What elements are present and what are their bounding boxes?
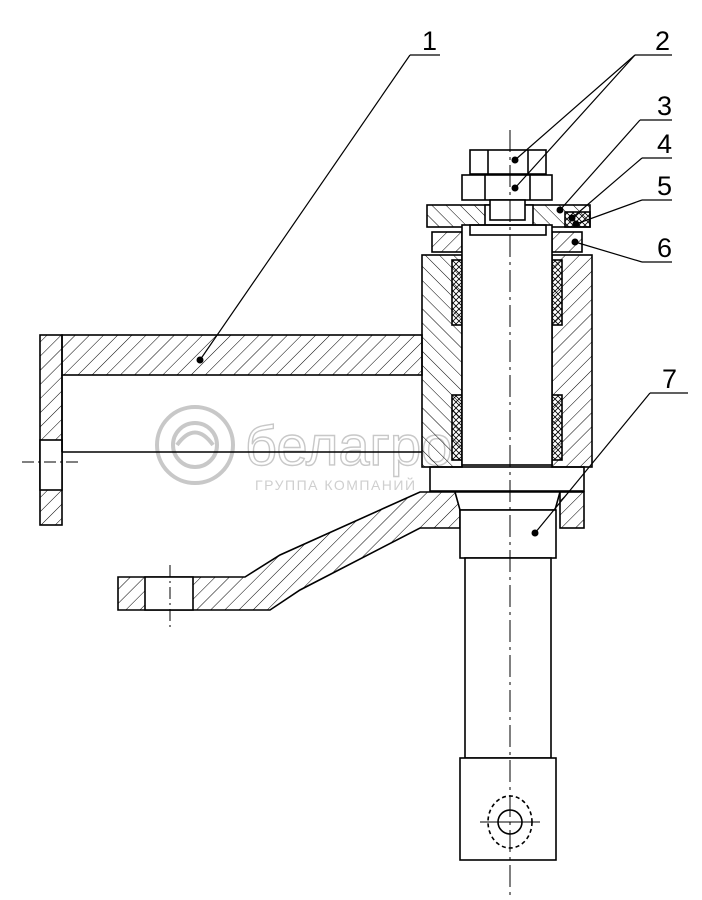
watermark-subtitle: ГРУППА КОМПАНИЙ: [255, 476, 417, 493]
watermark: белагро ГРУППА КОМПАНИЙ: [155, 405, 453, 493]
part-nuts: [461, 149, 553, 221]
leader-dots: [196, 156, 580, 537]
watermark-logo-icon: [155, 405, 235, 485]
callout-2: 2: [655, 26, 670, 56]
callout-6: 6: [657, 233, 672, 263]
part-shaft: [453, 224, 562, 861]
callout-1: 1: [422, 26, 437, 56]
callout-5: 5: [657, 171, 672, 201]
callout-7: 7: [662, 364, 677, 394]
callout-3: 3: [657, 91, 672, 121]
part-lever-arm: [117, 491, 461, 630]
leader-lines: [199, 54, 688, 534]
callout-4: 4: [657, 129, 672, 159]
part-bracket: [22, 334, 423, 526]
watermark-brand: белагро: [245, 414, 452, 477]
